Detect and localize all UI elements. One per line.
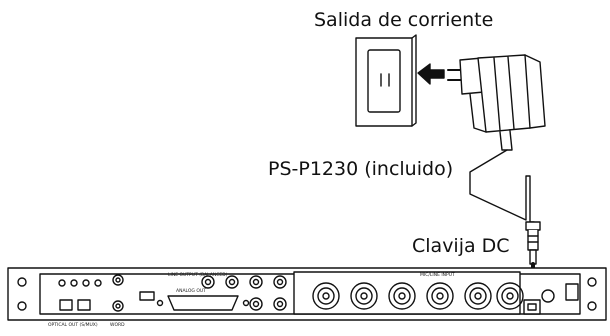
dc-plug-label: Clavija DC [412, 235, 510, 257]
wall-outlet [355, 34, 417, 127]
analog-out-text: ANALOG OUT [176, 288, 206, 294]
insert-arrow [417, 63, 445, 85]
mic-line-inputs [293, 271, 524, 315]
optical-section [58, 274, 155, 312]
line-output-jacks [201, 275, 287, 311]
mic-line-input-text: MIC/LINE INPUT [420, 272, 455, 278]
line-output-text: LINE OUTPUT (BALANCED) [168, 272, 228, 278]
power-adapter [447, 54, 546, 151]
analog-out-connector [167, 295, 239, 311]
dc-in-jack [523, 283, 579, 315]
optical-out-text: OPTICAL OUT (S/MUX) [48, 322, 98, 328]
outlet-label: Salida de corriente [314, 9, 494, 31]
word-text: WORD [110, 322, 125, 328]
adapter-label: PS-P1230 (incluido) [268, 158, 454, 180]
adapter-cable [469, 149, 535, 223]
